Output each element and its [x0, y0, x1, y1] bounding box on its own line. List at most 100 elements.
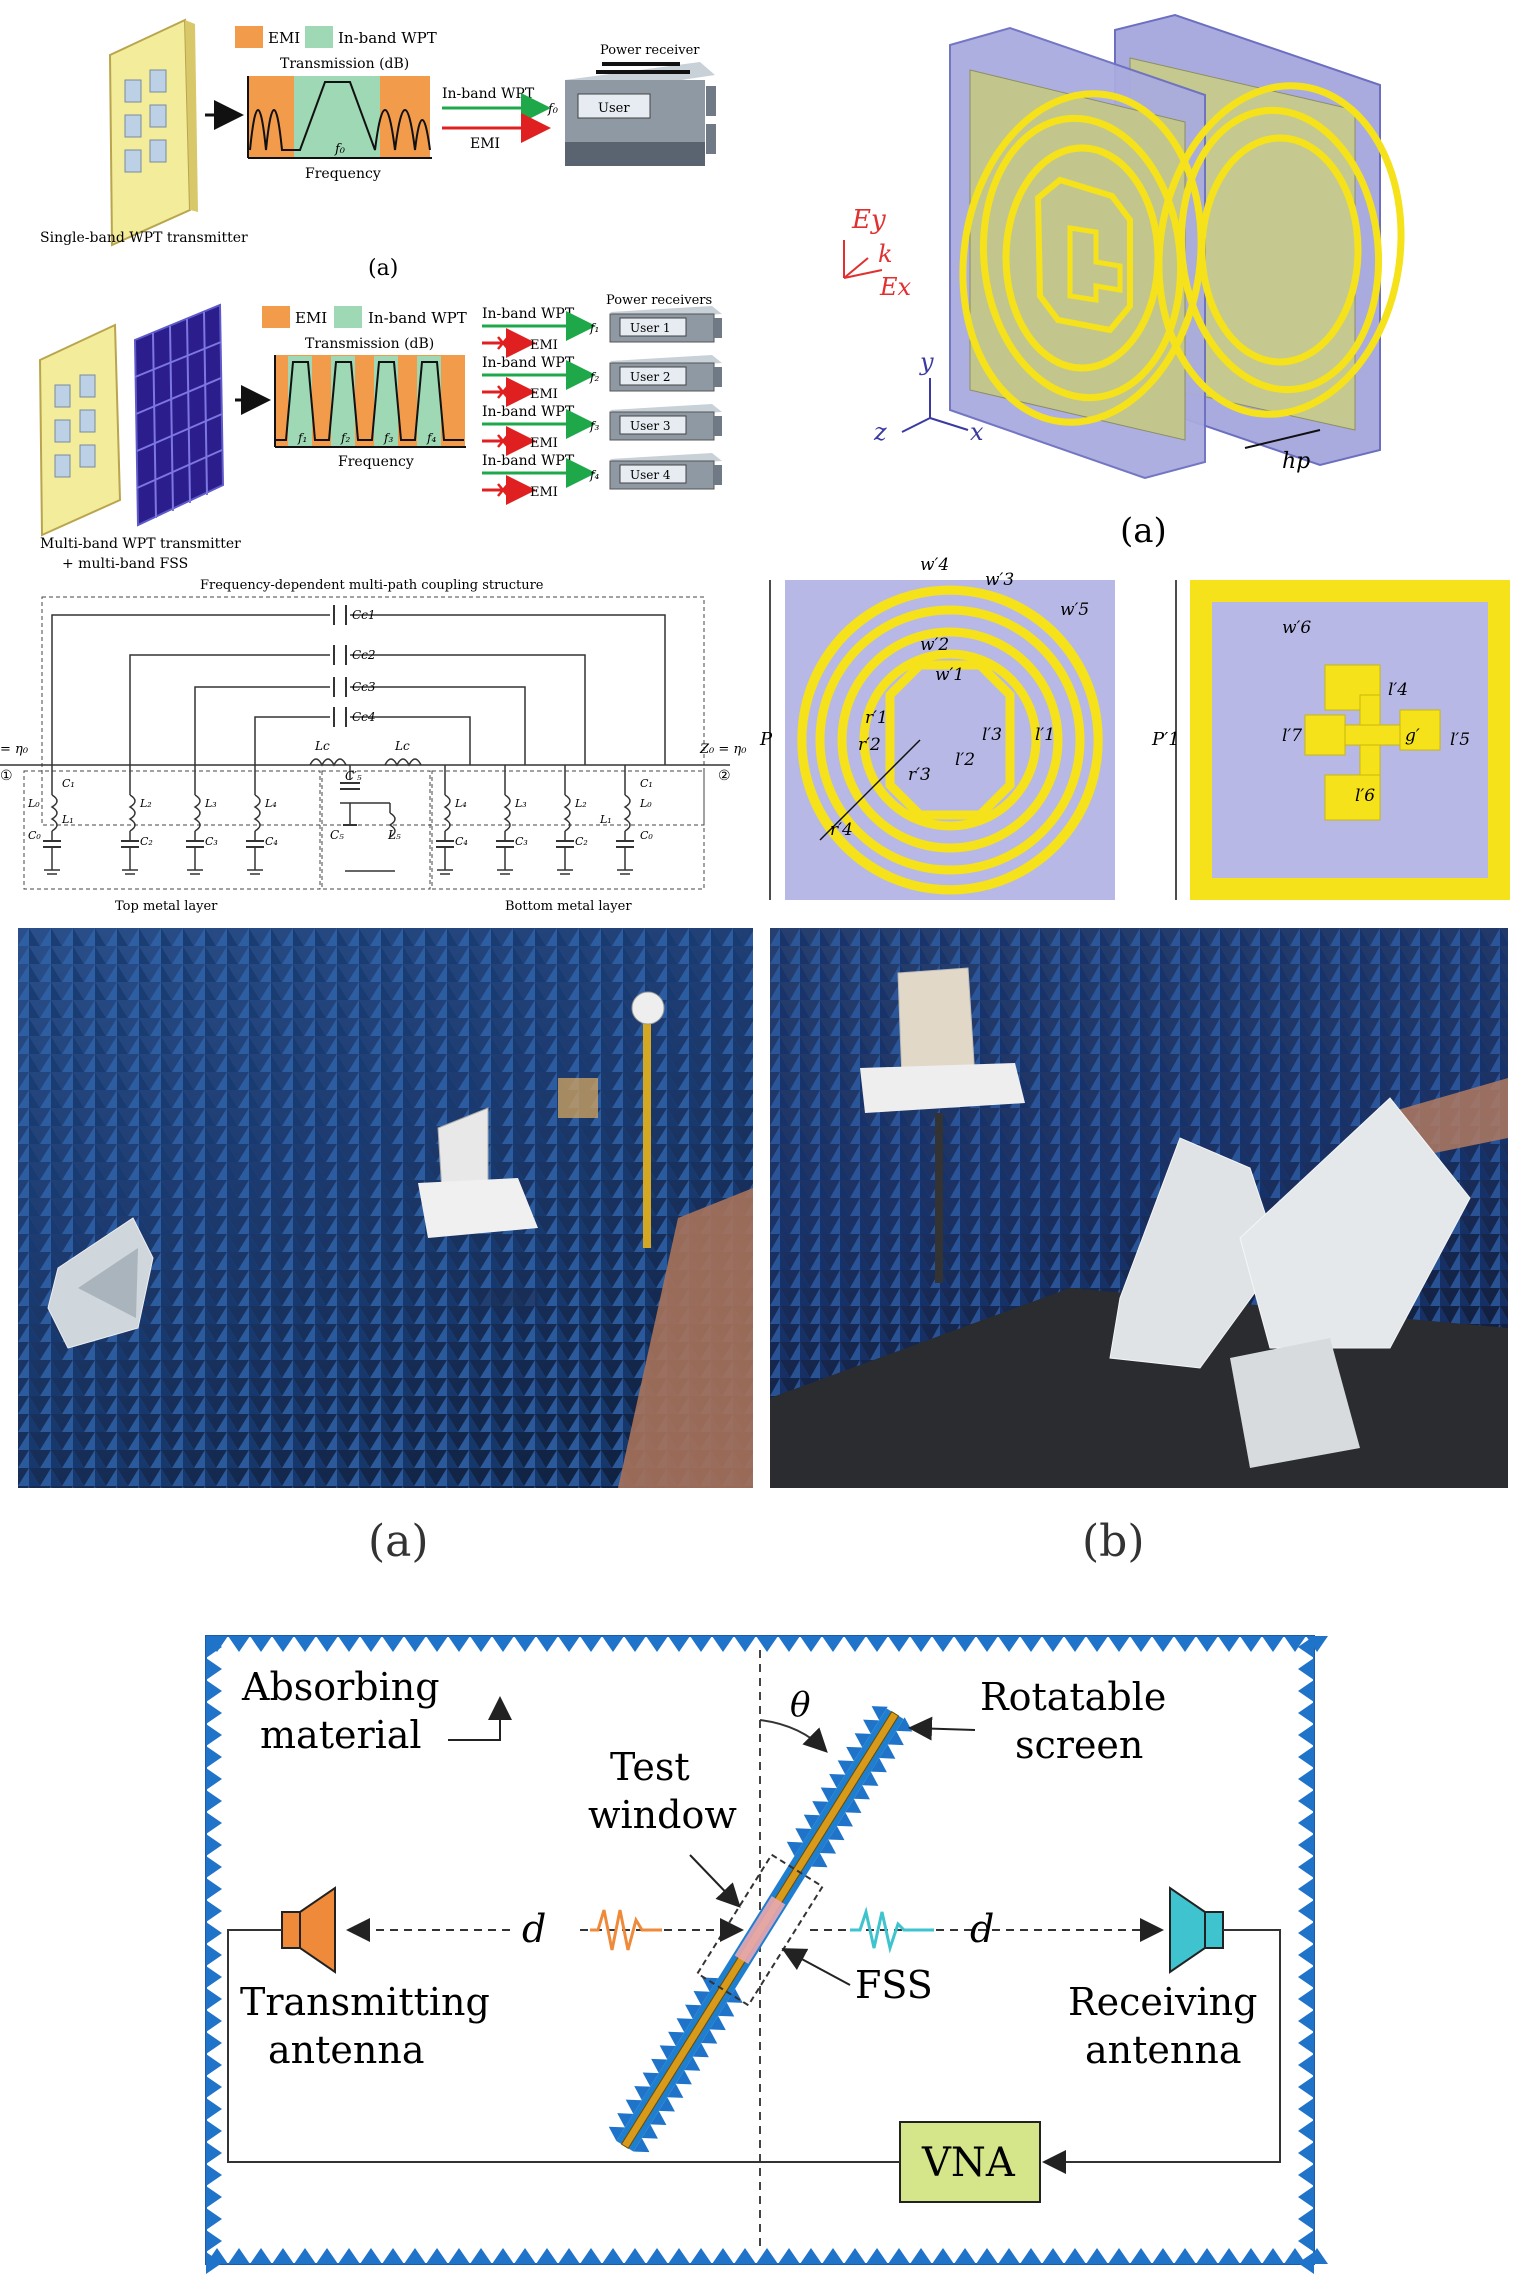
absorbing-label-1: Absorbing	[241, 1665, 440, 1709]
f4-label: f₄	[426, 431, 436, 445]
multi-band-spectrum	[274, 355, 466, 448]
component-label: L₃	[514, 797, 527, 810]
user-box-multi	[619, 415, 687, 435]
fss-label: FSS	[855, 1963, 933, 2007]
component-label: C₂	[575, 835, 588, 848]
emi-legend-swatch	[235, 26, 263, 48]
photo-caption-a: (a)	[368, 1516, 429, 1567]
c5p-label: C′₅	[345, 769, 362, 783]
r4-label: r′4	[830, 820, 853, 840]
fss-3d: Ey k Ex y z x hp (a)	[843, 13, 1405, 551]
tx-wave-icon	[590, 1909, 662, 1951]
component-label: C₀	[640, 829, 653, 842]
hp-label: hp	[1282, 449, 1310, 474]
row-freq-label: f₁	[589, 321, 599, 335]
f2-label: f₂	[340, 431, 350, 445]
transmission-label-2: Transmission (dB)	[305, 336, 434, 352]
single-band-spectrum	[247, 76, 432, 159]
component-label: L₄	[264, 797, 277, 810]
rotatable-label-1: Rotatable	[980, 1675, 1166, 1719]
emi-legend-swatch-2	[262, 306, 290, 328]
power-receivers-label: Power receivers	[606, 293, 712, 308]
z0-right: Z₀ = η₀	[699, 742, 747, 757]
l5-label: l′5	[1450, 730, 1470, 750]
cc4-label: Cc4	[352, 710, 376, 724]
cc3-label: Cc3	[352, 680, 376, 694]
wpt-schematic-panel: EMI In-band WPT Transmission (dB) f₀ Fre…	[0, 0, 760, 580]
fss-rings	[959, 82, 1405, 426]
unit-cell-panel: P w′4 w′3 w′5 w′2 w′1 r′1 r′2 r′3 r′4 l′…	[759, 545, 1527, 915]
c5-label: C₅	[330, 828, 344, 842]
wpt-legend-2: In-band WPT	[368, 309, 467, 327]
wpt-legend: In-band WPT	[338, 29, 437, 47]
r2-label: r′2	[858, 735, 881, 755]
top-layer-rings	[797, 585, 1103, 895]
f3-label: f₃	[383, 431, 393, 445]
horn-antenna-b-right	[1239, 1097, 1471, 1349]
wpt-legend-swatch-2	[334, 306, 362, 328]
rx-label-1: Receiving	[1068, 1980, 1257, 2024]
user-box-multi	[619, 464, 687, 484]
emi-legend-2: EMI	[295, 309, 327, 327]
l6-label: l′6	[1355, 786, 1375, 806]
receiving-antenna	[1169, 1886, 1224, 1974]
absorbing-label-2: material	[260, 1713, 422, 1757]
component-label: L₀	[639, 797, 652, 810]
component-label: L₁	[61, 813, 74, 826]
feed-mast	[643, 1008, 651, 1248]
tx-label-2: antenna	[268, 2028, 425, 2072]
component-label: L₃	[204, 797, 217, 810]
bottom-layer-label: Bottom metal layer	[505, 899, 632, 914]
frequency-label-2: Frequency	[338, 454, 414, 470]
port2-label: ②	[718, 768, 731, 784]
ey-label: Ey	[851, 205, 886, 235]
sub-a-label: (a)	[368, 256, 398, 281]
component-label: L₂	[574, 797, 587, 810]
component-label: C₁	[640, 777, 653, 790]
ex-label: Ex	[879, 273, 912, 301]
component-label: C₁	[62, 777, 75, 790]
theta-label: θ	[790, 1685, 810, 1725]
user-label: User 3	[630, 419, 671, 433]
p1-label: P′1	[1151, 729, 1180, 750]
l1-label: l′1	[1035, 725, 1055, 745]
vna-label: VNA	[921, 2140, 1016, 2186]
rx-cable	[1042, 1929, 1281, 2174]
l4-label: l′4	[1388, 680, 1408, 700]
single-caption: Single-band WPT transmitter	[40, 230, 248, 246]
d-label-right: d	[970, 1907, 994, 1951]
user-box-multi	[619, 317, 687, 337]
coupling-paths	[0, 605, 730, 767]
r1-label: r′1	[865, 708, 888, 728]
component-label: L₄	[454, 797, 467, 810]
absorber-teeth	[206, 1636, 1328, 2274]
fss-3d-panel: Ey k Ex y z x hp (a)	[820, 0, 1527, 560]
row-inband-label: In-band WPT	[482, 306, 575, 322]
fss-screen-icon	[133, 303, 225, 527]
l7-label: l′7	[1282, 726, 1302, 746]
power-receiver-label: Power receiver	[600, 43, 700, 58]
row-emi-label: EMI	[530, 387, 558, 402]
k-label: k	[878, 240, 893, 268]
component-label: L₂	[139, 797, 152, 810]
row-freq-label: f₄	[589, 468, 599, 482]
tx-label-1: Transmitting	[240, 1980, 490, 2024]
transmission-label: Transmission (dB)	[280, 56, 409, 72]
user-label: User 2	[630, 370, 671, 384]
w1-label: w′1	[935, 665, 964, 685]
user-label: User 1	[630, 321, 671, 335]
horn-antenna-rear	[558, 1078, 598, 1118]
wpt-schematic: EMI In-band WPT Transmission (dB) f₀ Fre…	[38, 18, 722, 572]
user-box: User	[598, 101, 630, 116]
component-label: C₃	[515, 835, 528, 848]
emi-arrow-label: EMI	[470, 136, 500, 152]
rotatable-screen	[608, 1706, 913, 2153]
photo-caption-b: (b)	[1082, 1516, 1145, 1567]
component-label: C₀	[28, 829, 41, 842]
component-label: C₄	[455, 835, 468, 848]
w2-label: w′2	[920, 635, 949, 655]
vna-box	[899, 2121, 1041, 2203]
user-box-multi	[619, 366, 687, 386]
rx-label-2: antenna	[1085, 2028, 1242, 2072]
